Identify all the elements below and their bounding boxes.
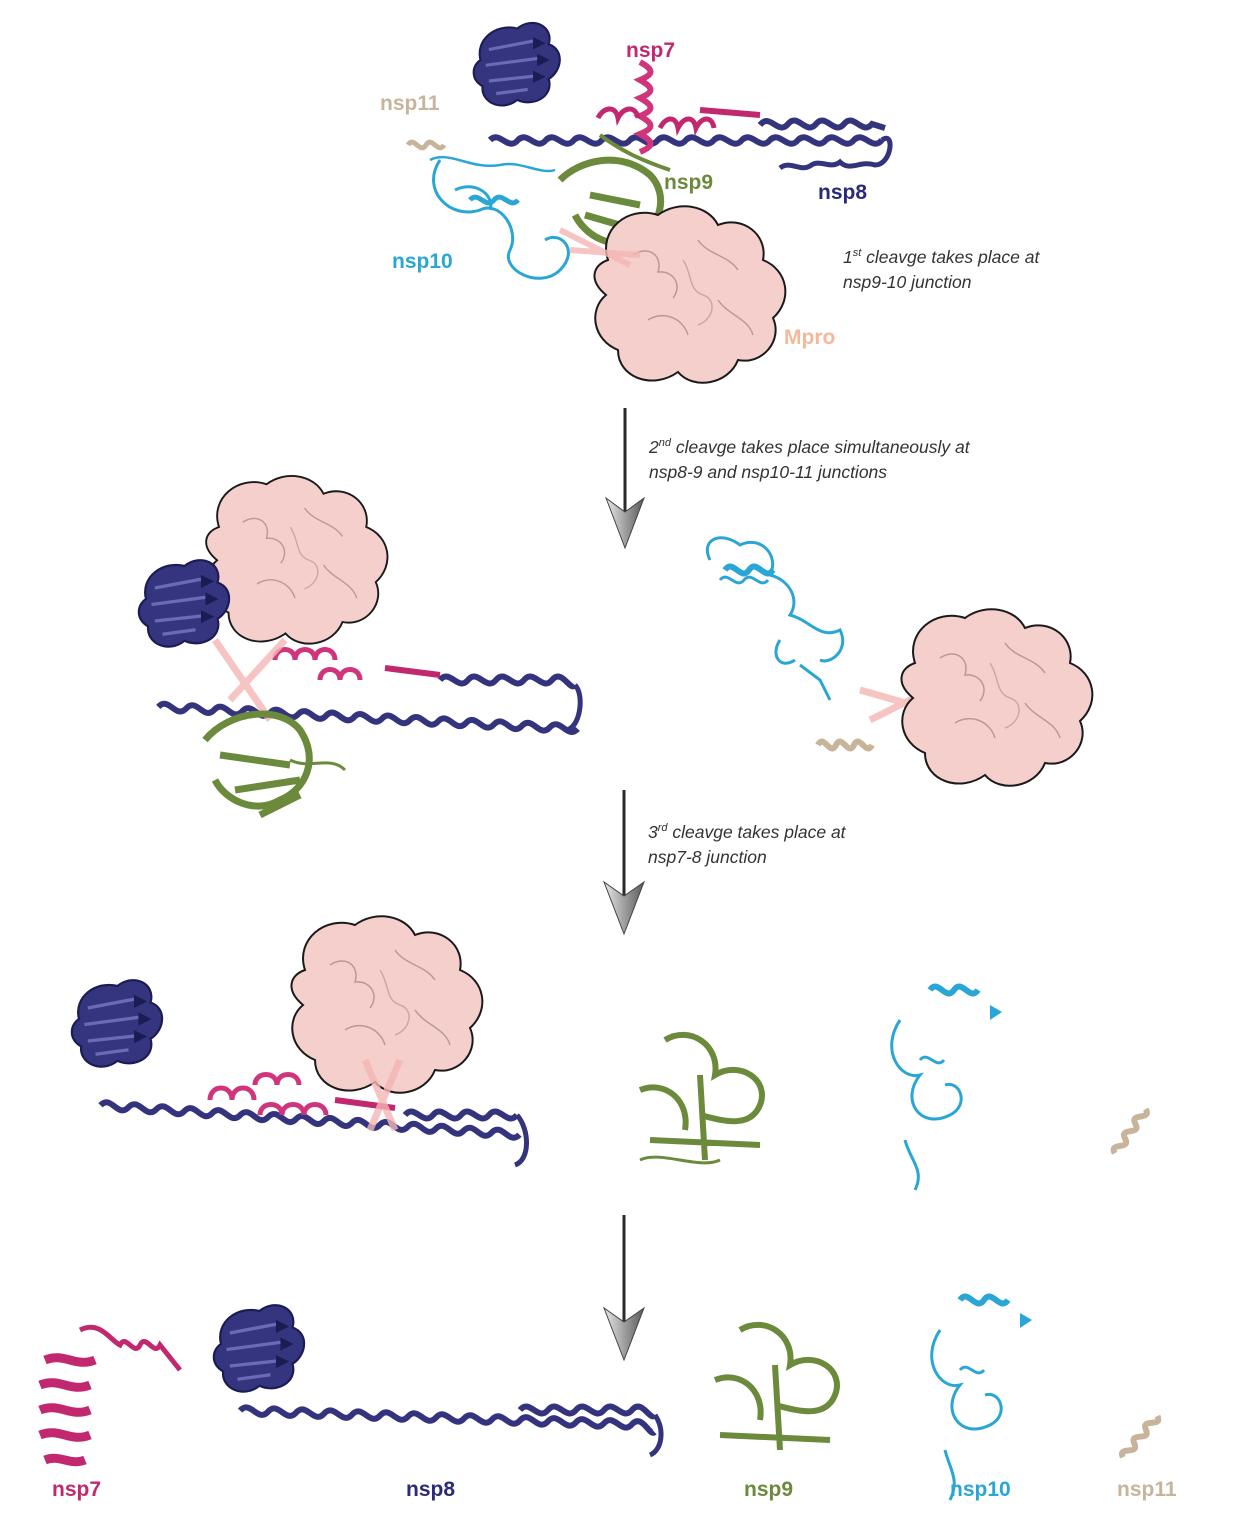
row2-right-complex <box>705 536 1094 787</box>
row2-left-complex <box>137 475 583 819</box>
row3-complex <box>70 915 529 1168</box>
row1-complex <box>405 21 893 384</box>
row4-nsp10 <box>930 1293 1032 1501</box>
svg-text:nsp7-8 junction: nsp7-8 junction <box>648 847 767 867</box>
label-nsp9-row1: nsp9 <box>664 171 713 194</box>
label-nsp9-row4: nsp9 <box>744 1478 793 1501</box>
label-mpro: Mpro <box>784 326 835 349</box>
label-nsp7-row1: nsp7 <box>626 39 675 62</box>
svg-text:nsp9-10 junction: nsp9-10 junction <box>843 272 971 292</box>
svg-text:nsp8-9 and nsp10-11 junctions: nsp8-9 and nsp10-11 junctions <box>649 462 887 482</box>
label-nsp7-row4: nsp7 <box>52 1478 101 1501</box>
step2-note: 2nd cleavge takes place simultaneously a… <box>648 437 971 482</box>
svg-text:2nd cleavge takes place simult: 2nd cleavge takes place simultaneously a… <box>648 437 971 457</box>
arrow-1 <box>604 408 646 550</box>
label-nsp10-row4: nsp10 <box>950 1478 1011 1501</box>
label-nsp8-row1: nsp8 <box>818 181 867 204</box>
label-nsp11-row4: nsp11 <box>1117 1478 1177 1501</box>
step3-note: 3rd cleavge takes place at nsp7-8 juncti… <box>648 822 847 867</box>
label-nsp8-row4: nsp8 <box>406 1478 455 1501</box>
row4-nsp11 <box>1118 1414 1162 1459</box>
label-nsp11-row1: nsp11 <box>380 92 440 115</box>
arrow-3 <box>602 1215 646 1362</box>
row3-nsp9 <box>638 1032 765 1165</box>
row3-nsp10 <box>890 983 1002 1191</box>
svg-text:3rd cleavge takes place at: 3rd cleavge takes place at <box>648 822 847 842</box>
svg-text:1st cleavge takes place at: 1st cleavge takes place at <box>843 247 1040 267</box>
step1-note: 1st cleavge takes place at nsp9-10 junct… <box>843 247 1040 292</box>
row4-nsp9 <box>713 1322 840 1451</box>
row4-nsp7 <box>38 1324 182 1467</box>
row3-nsp11 <box>1110 1107 1150 1155</box>
label-nsp10-row1: nsp10 <box>392 250 453 273</box>
row4-nsp8 <box>212 1303 664 1458</box>
arrow-2 <box>602 790 646 936</box>
